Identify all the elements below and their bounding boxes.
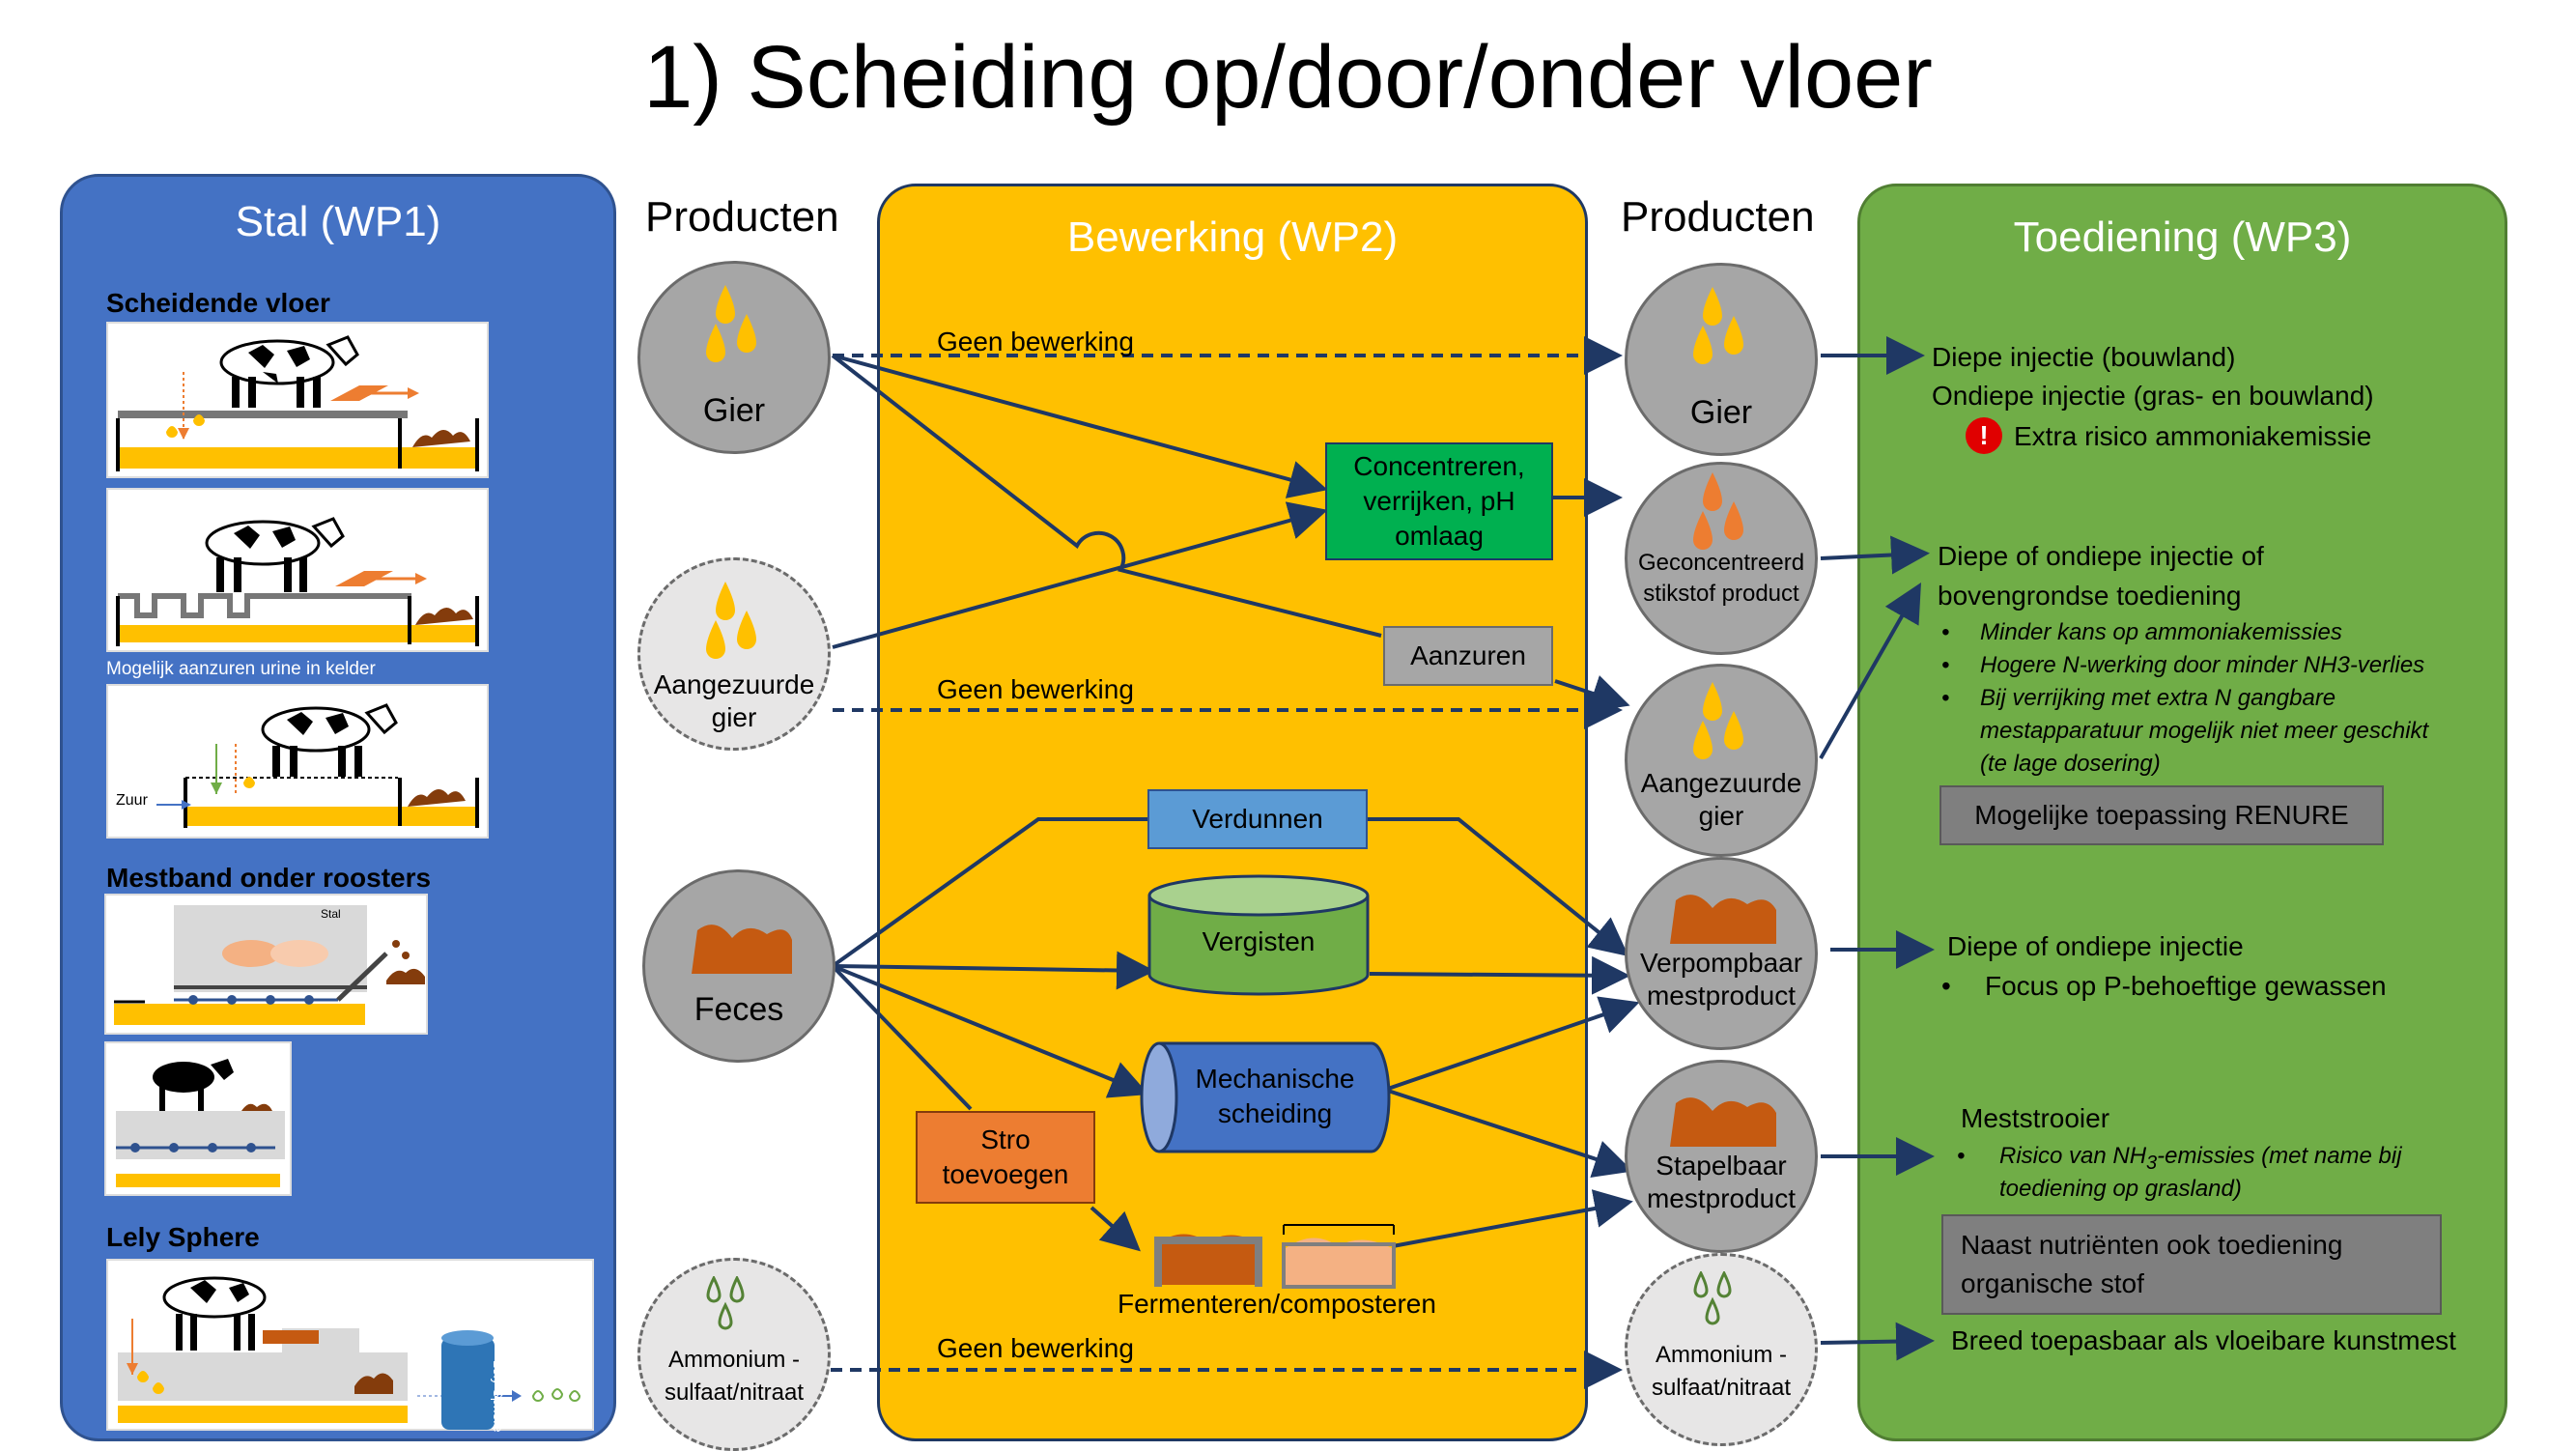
- toe-risico-nh3-post: -emissies (met name bij: [2157, 1143, 2402, 1169]
- droplets-icon: [1693, 472, 1743, 550]
- product-verpompbaar: Verpompbaar mestproduct: [1625, 857, 1818, 1050]
- droplets-outline-icon: [706, 1276, 745, 1330]
- label-geconcentreerd: Geconcentreerd stikstof product: [1637, 550, 1805, 607]
- toe-ondiepe-injectie: Ondiepe injectie (gras- en bouwland): [1932, 381, 2374, 411]
- warning-icon: !: [1966, 417, 2002, 454]
- manure-icon: [1670, 1097, 1776, 1147]
- droplets-icon: [1693, 287, 1743, 364]
- droplets-icon: [1693, 682, 1743, 759]
- bullet-dot: •: [1957, 1143, 1966, 1169]
- page-title: 1) Scheiding op/door/onder vloer: [643, 28, 1933, 127]
- toe-bullet-hogere-n: Hogere N-werking door minder NH3-verlies: [1980, 652, 2425, 678]
- sketch-geprofileerde-vloer: [106, 488, 489, 652]
- label-ammonium-links: Ammonium - sulfaat/nitraat: [664, 1347, 805, 1406]
- cylinder-mechanische-scheiding: [1140, 1041, 1391, 1153]
- bullet-dot: •: [1941, 971, 1951, 1001]
- toe-bullet-verrijking: Bij verrijking met extra N gangbare: [1980, 685, 2336, 711]
- label-geen-bewerking-3: Geen bewerking: [937, 1333, 1134, 1363]
- toe-extra-risico: Extra risico ammoniakemissie: [2014, 421, 2372, 451]
- box-concentreren: Concentreren, verrijken, pH omlaag: [1325, 442, 1553, 560]
- toe-diepe-ondiepe-injectie: Diepe of ondiepe injectie: [1947, 931, 2244, 961]
- stal-sub-mestband: Mestband onder roosters: [106, 863, 432, 893]
- caption-aanzuren-kelder: Mogelijk aanzuren urine in kelder: [106, 659, 376, 679]
- compost-bins-icon: [1154, 1224, 1396, 1289]
- sketch-mestband: Stal: [104, 894, 428, 1035]
- product-feces: Feces: [642, 869, 835, 1063]
- toe-toediening-grasland: toediening op grasland): [1999, 1176, 2242, 1202]
- sketch-aanzuren-kelder: Zuur: [106, 684, 489, 839]
- product-aangezuurde-gier-rechts: Aangezuurde gier: [1625, 664, 1818, 857]
- droplets-icon: [706, 582, 756, 659]
- manure-icon: [692, 925, 792, 974]
- toe-risico-nh3: Risico van NH3-emissies (met name bij: [1999, 1140, 2402, 1180]
- toe-diepe-ondiepe-of: Diepe of ondiepe injectie of: [1938, 541, 2264, 571]
- sketch-mestband-kalf: [104, 1041, 292, 1196]
- label-zuur: Zuur: [116, 792, 148, 809]
- toe-focus-p: Focus op P-behoeftige gewassen: [1985, 971, 2387, 1001]
- label-fermenteren: Fermenteren/composteren: [1118, 1289, 1436, 1319]
- label-geen-bewerking-2: Geen bewerking: [937, 674, 1134, 704]
- toe-meststrooier: Meststrooier: [1961, 1103, 2110, 1133]
- manure-icon: [1670, 895, 1776, 944]
- droplets-outline-icon: [1693, 1271, 1732, 1325]
- product-stapelbaar: Stapelbaar mestproduct: [1625, 1060, 1818, 1253]
- toe-bovengrondse: bovengrondse toediening: [1938, 581, 2242, 611]
- bullet-dot: •: [1941, 619, 1950, 645]
- label-ammonium-rechts: Ammonium - sulfaat/nitraat: [1651, 1342, 1792, 1401]
- product-aangezuurde-gier-links: Aangezuurde gier: [637, 557, 831, 751]
- toediening-title: Toediening (WP3): [2013, 213, 2352, 261]
- label-gier-rechts: Gier: [1689, 394, 1753, 431]
- label-feces: Feces: [694, 991, 784, 1028]
- product-ammonium-links: Ammonium - sulfaat/nitraat: [637, 1258, 831, 1451]
- label-verpompbaar: Verpompbaar mestproduct: [1639, 948, 1803, 1010]
- box-verdunnen: Verdunnen: [1147, 789, 1368, 849]
- label-stal-tag: Stal: [321, 907, 341, 921]
- box-organische-stof: Naast nutriënten ook toediening organisc…: [1941, 1214, 2442, 1315]
- label-aangezuurde-gier-links: Aangezuurde gier: [653, 669, 815, 732]
- label-vergisten: Vergisten: [1202, 926, 1316, 956]
- toe-risico-nh3-pre: Risico van NH: [1999, 1143, 2147, 1169]
- box-stro-toevoegen: Stro toevoegen: [916, 1111, 1095, 1204]
- toe-diepe-injectie-bouwland: Diepe injectie (bouwland): [1932, 342, 2236, 372]
- toe-bullet-minder-kans: Minder kans op ammoniakemissies: [1980, 619, 2342, 645]
- box-renure: Mogelijke toepassing RENURE: [1939, 785, 2384, 845]
- toe-breed-toepasbaar: Breed toepasbaar als vloeibare kunstmest: [1951, 1325, 2456, 1355]
- toe-bullet-verrijking-2: mestapparatuur mogelijk niet meer geschi…: [1980, 718, 2429, 744]
- bullet-dot: •: [1941, 685, 1950, 711]
- sketch-lely-sphere: Lely Sphere: [106, 1259, 594, 1433]
- stal-title: Stal (WP1): [235, 198, 441, 245]
- product-gier-links: Gier: [637, 261, 831, 454]
- sketch-scheidende-vloer: [106, 322, 489, 478]
- toe-bullet-verrijking-3: (te lage dosering): [1980, 751, 2161, 777]
- header-producten-rechts: Producten: [1621, 193, 1815, 241]
- label-aangezuurde-gier-rechts: Aangezuurde gier: [1640, 768, 1802, 831]
- product-geconcentreerd: Geconcentreerd stikstof product: [1625, 462, 1818, 655]
- label-mechanische-scheiding: Mechanische scheiding: [1195, 1064, 1355, 1128]
- toe-risico-nh3-sub: 3: [2146, 1152, 2158, 1174]
- droplets-icon: [706, 285, 756, 362]
- cylinder-vergisten: [1147, 874, 1370, 996]
- bullet-dot: •: [1941, 652, 1950, 678]
- bewerking-title: Bewerking (WP2): [1066, 213, 1399, 261]
- label-gier-links: Gier: [702, 392, 766, 429]
- header-producten-links: Producten: [645, 193, 839, 241]
- label-geen-bewerking-1: Geen bewerking: [937, 327, 1134, 356]
- stal-sub-scheidende-vloer: Scheidende vloer: [106, 288, 330, 318]
- product-ammonium-rechts: Ammonium - sulfaat/nitraat: [1625, 1253, 1818, 1446]
- label-stapelbaar: Stapelbaar mestproduct: [1646, 1151, 1797, 1213]
- stal-sub-lely: Lely Sphere: [106, 1222, 260, 1252]
- box-aanzuren: Aanzuren: [1383, 626, 1553, 686]
- product-gier-rechts: Gier: [1625, 263, 1818, 456]
